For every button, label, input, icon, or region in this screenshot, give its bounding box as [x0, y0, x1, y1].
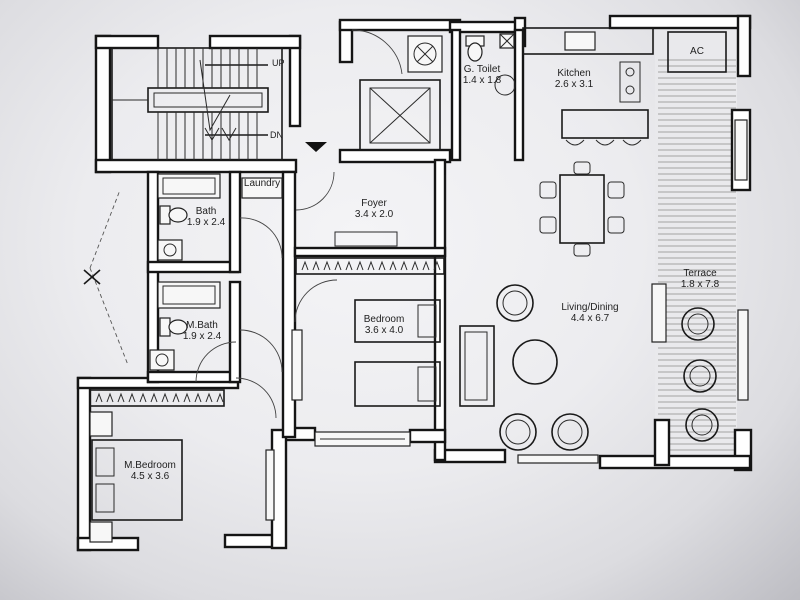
room-size: 1.4 x 1.8 — [462, 75, 502, 86]
bath-fixtures — [157, 171, 335, 261]
room-label-master-bedroom: M.Bedroom 4.5 x 3.6 — [124, 460, 176, 482]
room-name: Kitchen — [557, 68, 591, 79]
hanger — [389, 260, 397, 271]
stair-down-label: DN — [270, 130, 283, 140]
room-name: Terrace — [683, 268, 717, 279]
room-name: Bedroom — [363, 314, 405, 325]
room-label-ac: AC — [690, 46, 704, 57]
armchair — [551, 413, 589, 451]
guest-toilet-fixtures — [465, 33, 516, 96]
room-label-kitchen: Kitchen 2.6 x 3.1 — [555, 68, 593, 90]
hanger — [433, 260, 441, 271]
hanger — [411, 260, 419, 271]
hanger — [150, 392, 158, 403]
staircase — [111, 47, 283, 161]
stair-up-label: UP — [272, 58, 285, 68]
dining-chair — [539, 181, 557, 199]
room-name: Living/Dining — [561, 302, 619, 313]
terrace-screens — [517, 119, 749, 464]
hanger — [95, 392, 103, 403]
living-furniture — [459, 283, 667, 451]
master-bath-fixtures — [83, 189, 283, 383]
hanger — [312, 260, 320, 271]
terrace-chair — [681, 307, 715, 341]
terrace-decking — [655, 28, 737, 458]
dining-table — [539, 161, 625, 257]
dining-chair — [573, 161, 591, 175]
room-name: Foyer — [361, 198, 387, 209]
hanger — [194, 392, 202, 403]
hanger — [205, 392, 213, 403]
armchair-seat — [505, 419, 531, 445]
room-size: 3.6 x 4.0 — [364, 325, 404, 336]
room-label-foyer: Foyer 3.4 x 2.0 — [355, 198, 393, 220]
hanger — [356, 260, 364, 271]
room-name: Bath — [195, 206, 217, 217]
hanger — [172, 392, 180, 403]
room-name: Laundry — [243, 178, 281, 189]
room-label-terrace: Terrace 1.8 x 7.8 — [681, 268, 719, 290]
dining-chair — [573, 243, 591, 257]
armchair — [496, 284, 534, 322]
room-size: 4.4 x 6.7 — [570, 313, 610, 324]
hanger — [367, 260, 375, 271]
hanger — [216, 392, 224, 403]
terrace-chair-seat — [689, 365, 711, 387]
hanger — [161, 392, 169, 403]
hanger — [128, 392, 136, 403]
room-name: M.Bedroom — [124, 460, 176, 471]
room-size: 2.6 x 3.1 — [554, 79, 594, 90]
room-name: M.Bath — [186, 320, 218, 331]
bar-stool — [595, 139, 615, 146]
terrace-chair-seat — [687, 313, 709, 335]
armchair-seat — [557, 419, 583, 445]
hanger — [183, 392, 191, 403]
room-label-bedroom: Bedroom 3.6 x 4.0 — [364, 314, 405, 336]
armchair-seat — [502, 290, 528, 316]
hanger — [106, 392, 114, 403]
bedroom-furniture — [291, 257, 445, 447]
room-size: 1.9 x 2.4 — [182, 331, 222, 342]
room-size: 4.5 x 3.6 — [130, 471, 170, 482]
master-bedroom-furniture — [89, 377, 277, 543]
dining-chair — [539, 216, 557, 234]
armchair — [499, 413, 537, 451]
bar-stool — [622, 139, 642, 146]
hanger — [334, 260, 342, 271]
terrace-chair — [685, 408, 719, 442]
hanger — [323, 260, 331, 271]
room-label-bath: Bath 1.9 x 2.4 — [187, 206, 225, 228]
room-label-g-toilet: G. Toilet 1.4 x 1.8 — [463, 64, 501, 86]
dining-chair — [607, 216, 625, 234]
hanger — [400, 260, 408, 271]
room-label-laundry: Laundry — [244, 178, 280, 189]
room-size: 1.9 x 2.4 — [186, 217, 226, 228]
dining-chair — [607, 181, 625, 199]
terrace-chair — [683, 359, 717, 393]
room-label-living-dining: Living/Dining 4.4 x 6.7 — [561, 302, 618, 324]
room-label-master-bath: M.Bath 1.9 x 2.4 — [183, 320, 221, 342]
room-name: AC — [690, 46, 704, 57]
hanger — [422, 260, 430, 271]
terrace-chairs — [681, 307, 719, 442]
kitchen-fixtures — [522, 27, 727, 146]
bar-stool — [565, 139, 585, 146]
hanger — [117, 392, 125, 403]
room-size: 1.8 x 7.8 — [680, 279, 720, 290]
lift-shaft — [305, 29, 443, 152]
room-name: G. Toilet — [463, 64, 501, 75]
room-size: 3.4 x 2.0 — [354, 209, 394, 220]
terrace-floor — [655, 28, 737, 458]
hanger — [139, 392, 147, 403]
hanger — [301, 260, 309, 271]
foyer-fixtures — [334, 175, 446, 247]
hanger — [378, 260, 386, 271]
terrace-chair-seat — [691, 414, 713, 436]
hanger — [345, 260, 353, 271]
